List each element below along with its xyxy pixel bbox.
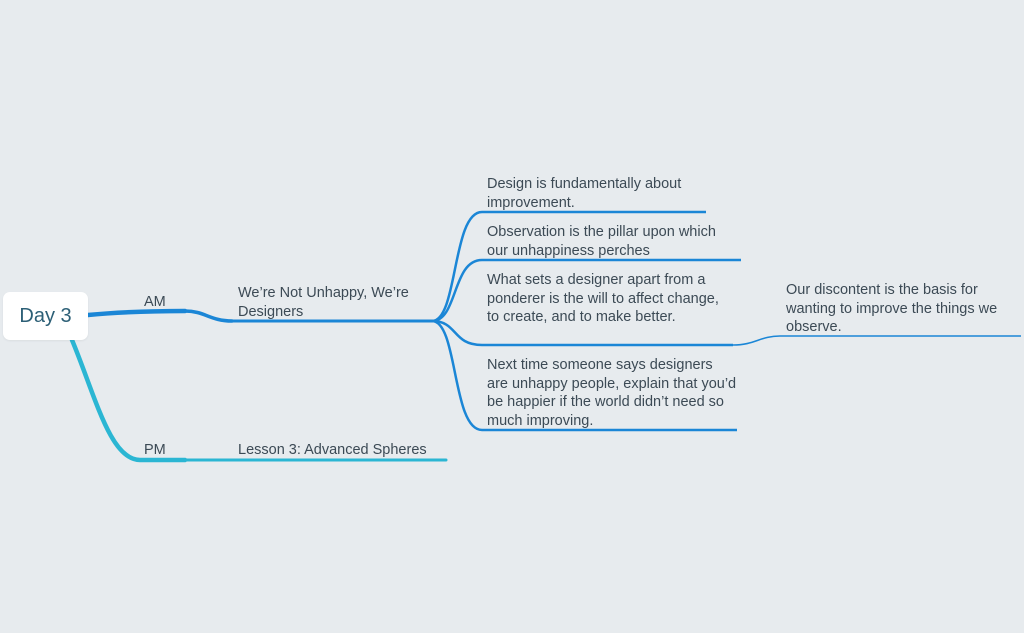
am-child-3-label[interactable]: What sets a designer apart from a ponder…: [487, 272, 719, 325]
branch-am-label[interactable]: AM: [144, 294, 166, 310]
pm-topic-label[interactable]: Lesson 3: Advanced Spheres: [238, 442, 427, 458]
topic-to-child-3-connector: [431, 319, 483, 347]
topic-to-child-4-connector: [431, 319, 483, 432]
topic-to-child-1-connector: [431, 210, 483, 323]
am-to-topic-connector: [183, 309, 234, 323]
root-to-pm-connector: [69, 337, 188, 463]
root-to-am-connector: [85, 308, 188, 318]
am-child-1-label[interactable]: Design is fundamentally about improvemen…: [487, 176, 682, 211]
am-grandchild-label[interactable]: Our discontent is the basis for wanting …: [786, 282, 998, 335]
am-child-2-label[interactable]: Observation is the pillar upon which our…: [487, 224, 716, 259]
child-3-to-grandchild-connector: [732, 335, 781, 346]
root-node[interactable]: Day 3: [3, 292, 88, 340]
topic-to-child-2-connector: [431, 258, 483, 323]
am-child-4-label[interactable]: Next time someone says designers are unh…: [487, 357, 737, 429]
am-topic-label[interactable]: We’re Not Unhappy, We’re Designers: [238, 285, 409, 320]
branch-pm-label[interactable]: PM: [144, 442, 166, 458]
